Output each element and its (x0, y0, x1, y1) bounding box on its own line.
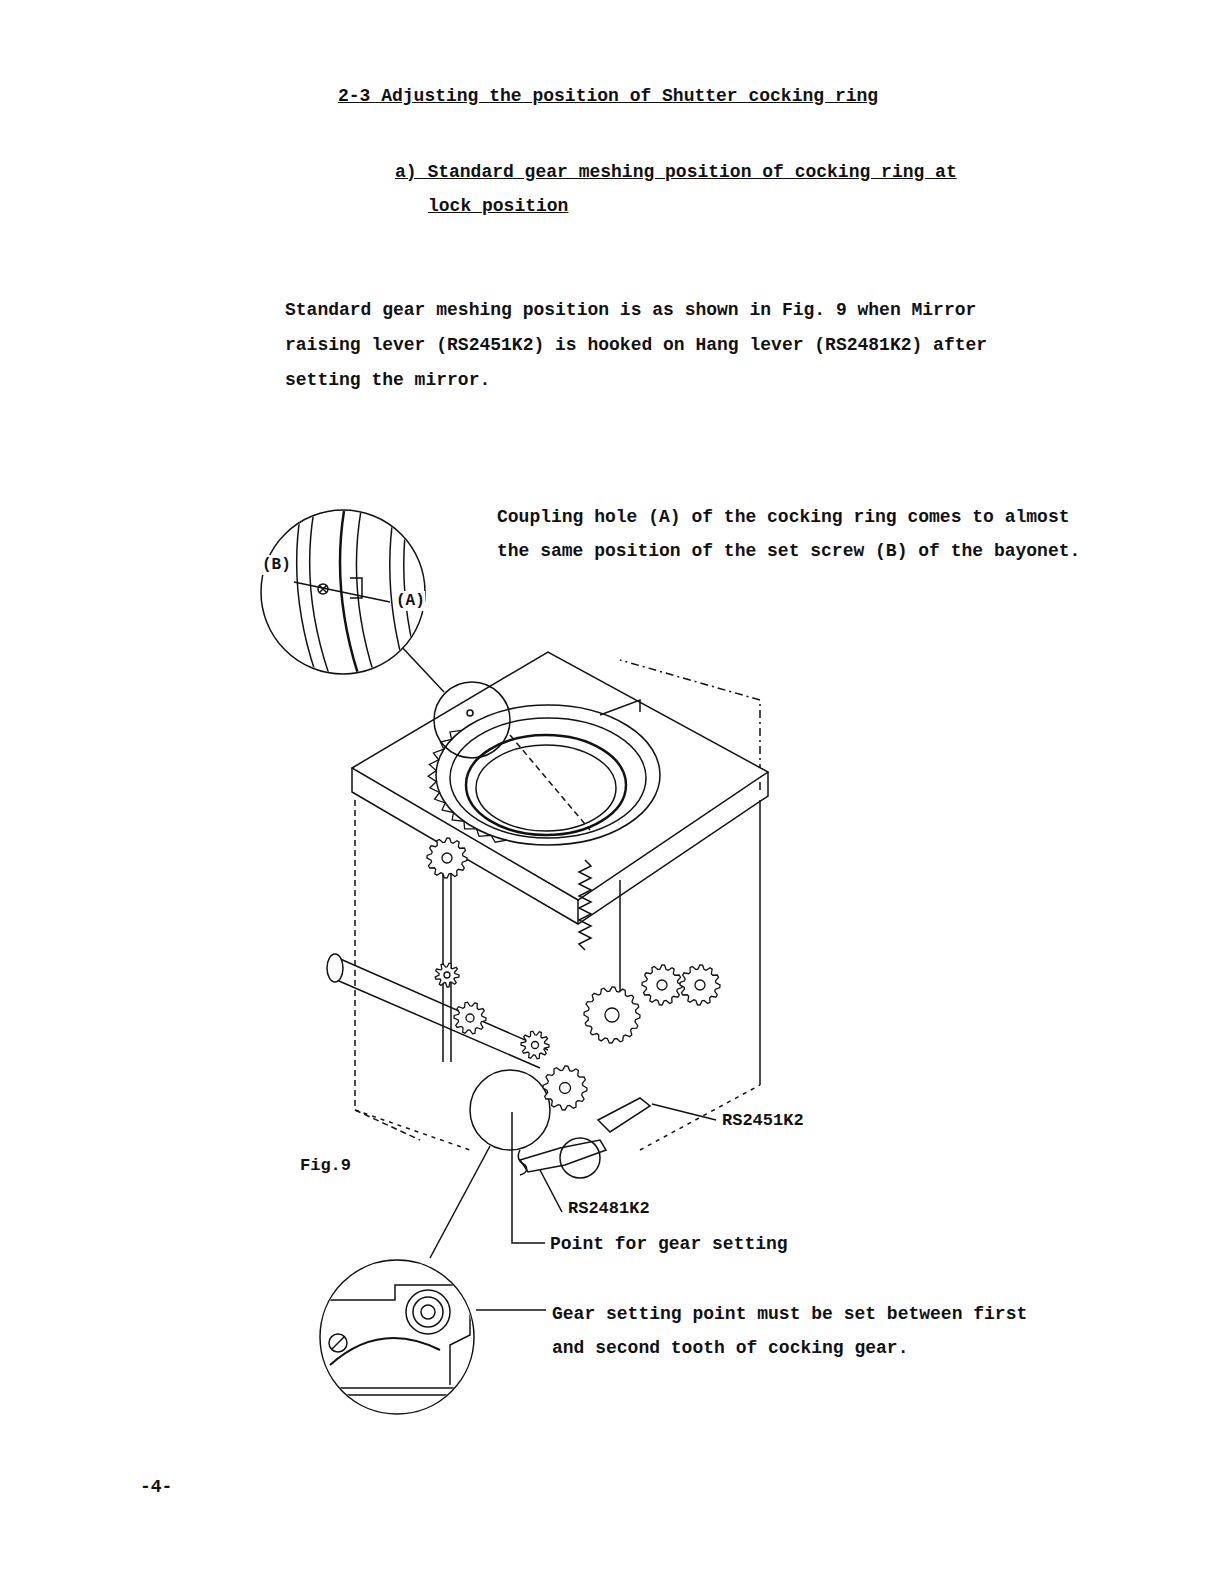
leader-line (476, 1309, 546, 1311)
gear (642, 965, 682, 1005)
leader-line (400, 645, 444, 692)
ring-edge (297, 505, 318, 680)
leader-line (430, 1146, 490, 1258)
cocking-ring (436, 705, 660, 845)
cam (413, 1297, 443, 1327)
detail-circle (470, 1070, 550, 1150)
body-outline (759, 800, 761, 1085)
gear-hub (466, 1014, 474, 1022)
leader-line (540, 1170, 562, 1212)
callout-letter: (B) (262, 555, 291, 575)
axis-line (510, 735, 590, 830)
detail-circle (560, 1138, 600, 1178)
gear (543, 1066, 587, 1110)
lens-opening (476, 745, 616, 831)
gear-plate (318, 1388, 480, 1395)
gear-hub (695, 980, 705, 990)
gear (521, 1031, 549, 1059)
callout-letter: (A) (396, 591, 425, 611)
cocking-ring (450, 718, 646, 838)
gear-hub (532, 1042, 539, 1049)
gear-hub (657, 980, 667, 990)
gear-train (427, 730, 720, 1110)
spring (579, 860, 591, 950)
gear (427, 838, 467, 878)
gear-hub (444, 972, 450, 978)
detail-circle (434, 682, 510, 758)
body-outline (619, 880, 621, 1000)
detail-circle (261, 510, 425, 674)
camera-drawing (261, 505, 768, 1414)
cam (421, 1305, 435, 1319)
coupling-hole (467, 710, 473, 716)
spring (518, 1150, 526, 1175)
mirror-raising-lever (598, 1098, 650, 1132)
leader-line (294, 582, 390, 602)
figure-number: Fig.9 (300, 1155, 351, 1177)
screw (329, 1334, 347, 1352)
ring-edge (310, 505, 331, 680)
gear-hub (605, 1008, 619, 1022)
page-number: -4- (140, 1475, 172, 1499)
callout-note: Coupling hole (A) of the cocking ring co… (497, 500, 1097, 568)
gear-hub (442, 853, 452, 863)
gear (680, 965, 720, 1005)
lens-opening (466, 735, 626, 835)
cocking-gear (330, 1338, 440, 1365)
callout-note: Gear setting point must be set between f… (552, 1297, 1052, 1365)
screw (332, 1337, 344, 1349)
ring-edge (356, 505, 376, 680)
bayonet-tab (600, 700, 640, 715)
gear-hub (560, 1083, 571, 1094)
section-title: 2-3 Adjusting the position of Shutter co… (338, 86, 878, 106)
cam (406, 1290, 450, 1334)
part-number: RS2481K2 (568, 1198, 650, 1220)
part-number: RS2451K2 (722, 1110, 804, 1132)
callout-note: Point for gear setting (550, 1232, 830, 1256)
leader-line (512, 1112, 545, 1243)
top-plate (352, 652, 768, 900)
gear (454, 1002, 486, 1034)
shaft-end (327, 954, 343, 982)
gear (435, 963, 459, 987)
subsection-title: a) Standard gear meshing position of coc… (395, 155, 988, 223)
gear (584, 987, 640, 1043)
ring-gear-sector (428, 730, 507, 842)
shaft (332, 958, 548, 1068)
leader-line (652, 1104, 716, 1120)
detail-circle (320, 1260, 474, 1414)
top-plate (352, 768, 768, 924)
screw (472, 1303, 482, 1315)
body-text: Standard gear meshing position is as sho… (285, 293, 1045, 398)
gear-plate (318, 1285, 470, 1385)
